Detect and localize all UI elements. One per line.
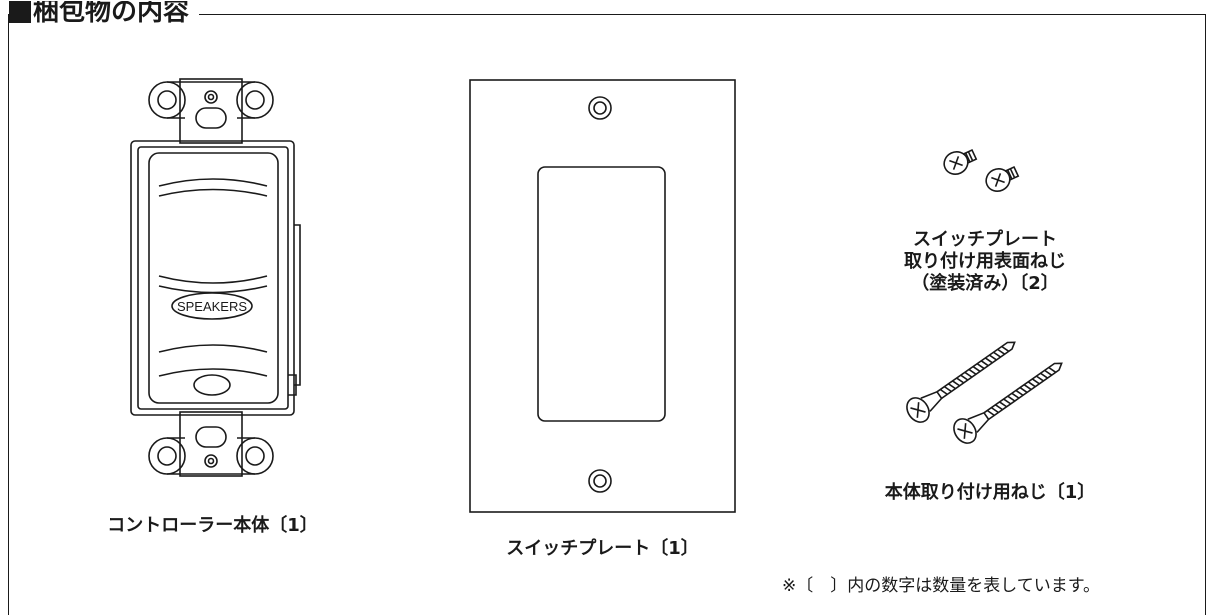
- square-bullet-icon: [9, 1, 31, 23]
- plate-screws-caption-line3: （塗装済み）〔2〕: [911, 273, 1059, 294]
- controller-caption: コントローラー本体〔1〕: [107, 515, 318, 536]
- contents-frame: 梱包物の内容: [8, 1, 1206, 615]
- quantity-note: ※〔 〕内の数字は数量を表しています。: [782, 576, 1101, 596]
- heading-text: 梱包物の内容: [33, 1, 190, 27]
- plate-screws-caption: スイッチプレート 取り付け用表面ねじ （塗装済み）〔2〕: [850, 229, 1120, 295]
- switch-plate-caption: スイッチプレート〔1〕: [506, 538, 699, 559]
- section-heading: 梱包物の内容: [9, 1, 200, 31]
- plate-screws-illustration: [943, 148, 1020, 192]
- mounting-screws-caption: 本体取り付け用ねじ〔1〕: [884, 482, 1096, 503]
- plate-screws-caption-line1: スイッチプレート: [913, 229, 1057, 250]
- speakers-label: SPEAKERS: [177, 299, 247, 314]
- switch-plate-illustration: [469, 79, 736, 513]
- controller-unit-illustration: [130, 78, 301, 477]
- plate-screws-caption-line2: 取り付け用表面ねじ: [904, 251, 1066, 272]
- illustrations: SPEAKERS: [130, 78, 1063, 513]
- mounting-screws-illustration: [906, 341, 1063, 444]
